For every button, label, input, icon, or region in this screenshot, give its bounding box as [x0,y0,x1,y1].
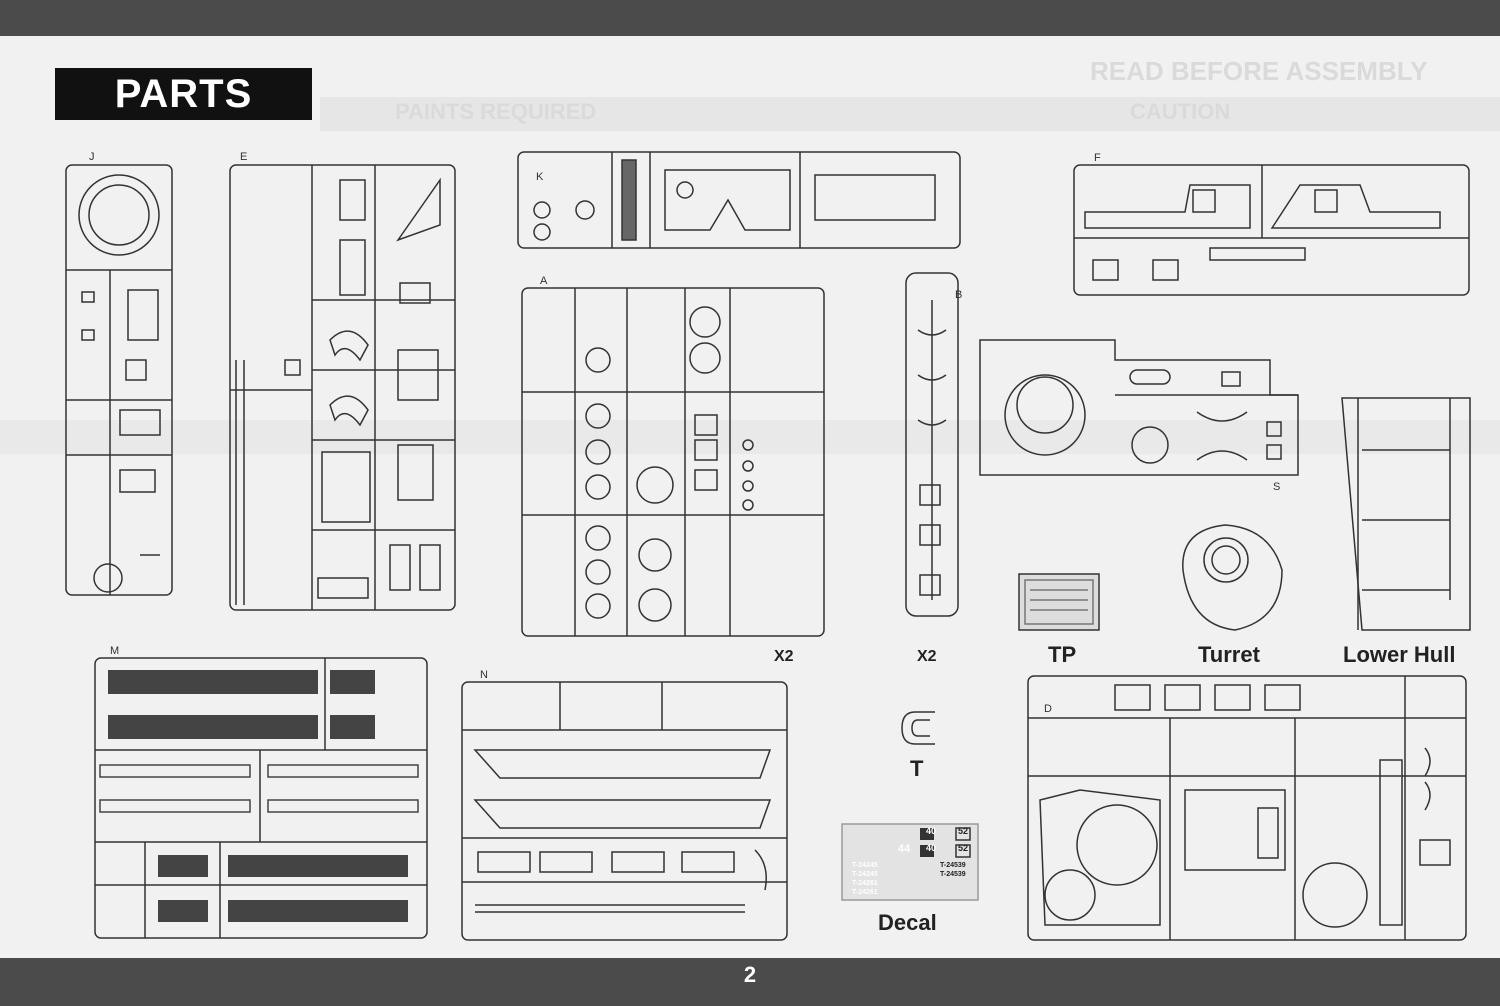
sprue-e [229,164,456,611]
decal-serial-3: T-24245 [852,862,878,869]
label-decal: Decal [878,910,937,935]
decal-number-2: 52 [958,826,969,836]
label-lower-hull: Lower Hull [1343,642,1456,667]
part-t [901,711,935,745]
decal-serial-4: T-24245 [852,871,878,878]
bleed-through-band [320,97,1500,131]
svg-text:A: A [540,275,548,287]
lower-hull [1341,397,1471,631]
decal-number-1: 40 [926,826,937,836]
decal-serial-1: T-24539 [940,862,966,869]
svg-text:D: D [1044,703,1052,715]
label-turret: Turret [1198,642,1260,667]
svg-text:B: B [955,289,962,301]
sprue-n [461,681,788,941]
label-x2-sprue-b: X2 [917,648,937,665]
decal-serial-2: T-24539 [940,871,966,878]
svg-text:E: E [240,151,247,163]
sprue-k [517,151,961,249]
bleed-through-stripe [0,420,1500,454]
svg-text:S: S [1273,481,1280,493]
sprue-j [65,164,173,596]
label-tp: TP [1048,642,1077,667]
sprue-f [1073,164,1470,296]
turret [1182,524,1283,631]
svg-text:F: F [1094,152,1101,164]
sprue-b [905,272,959,617]
decal-number-3: 40 [926,843,937,853]
label-t: T [910,756,924,781]
sprue-a [521,287,825,637]
svg-text:J: J [89,151,95,163]
photo-etch-fret [1018,573,1100,631]
top-band [0,0,1500,36]
decal-number-4: 52 [958,843,969,853]
sprue-letter-tags: J E K F A B S M N D [89,151,1280,715]
bleed-read-before: READ BEFORE ASSEMBLY [1090,56,1428,86]
sprue-s [979,339,1299,476]
svg-text:N: N [480,669,488,681]
page-number: 2 [743,962,757,987]
label-x2-sprue-a: X2 [774,648,794,665]
sprue-d [1027,675,1467,941]
bottom-band [0,958,1500,1006]
bleed-caution: CAUTION [1130,99,1231,124]
sprue-m [94,657,428,939]
decal-serial-6: T-24261 [852,889,878,896]
decal-serial-5: T-24261 [852,880,878,887]
decal-sheet [841,823,979,901]
page-title: PARTS [55,68,312,120]
svg-text:K: K [536,171,544,183]
bleed-paints: PAINTS REQUIRED [395,99,597,124]
decal-number-5: 44 [898,843,911,855]
svg-text:M: M [110,645,119,657]
